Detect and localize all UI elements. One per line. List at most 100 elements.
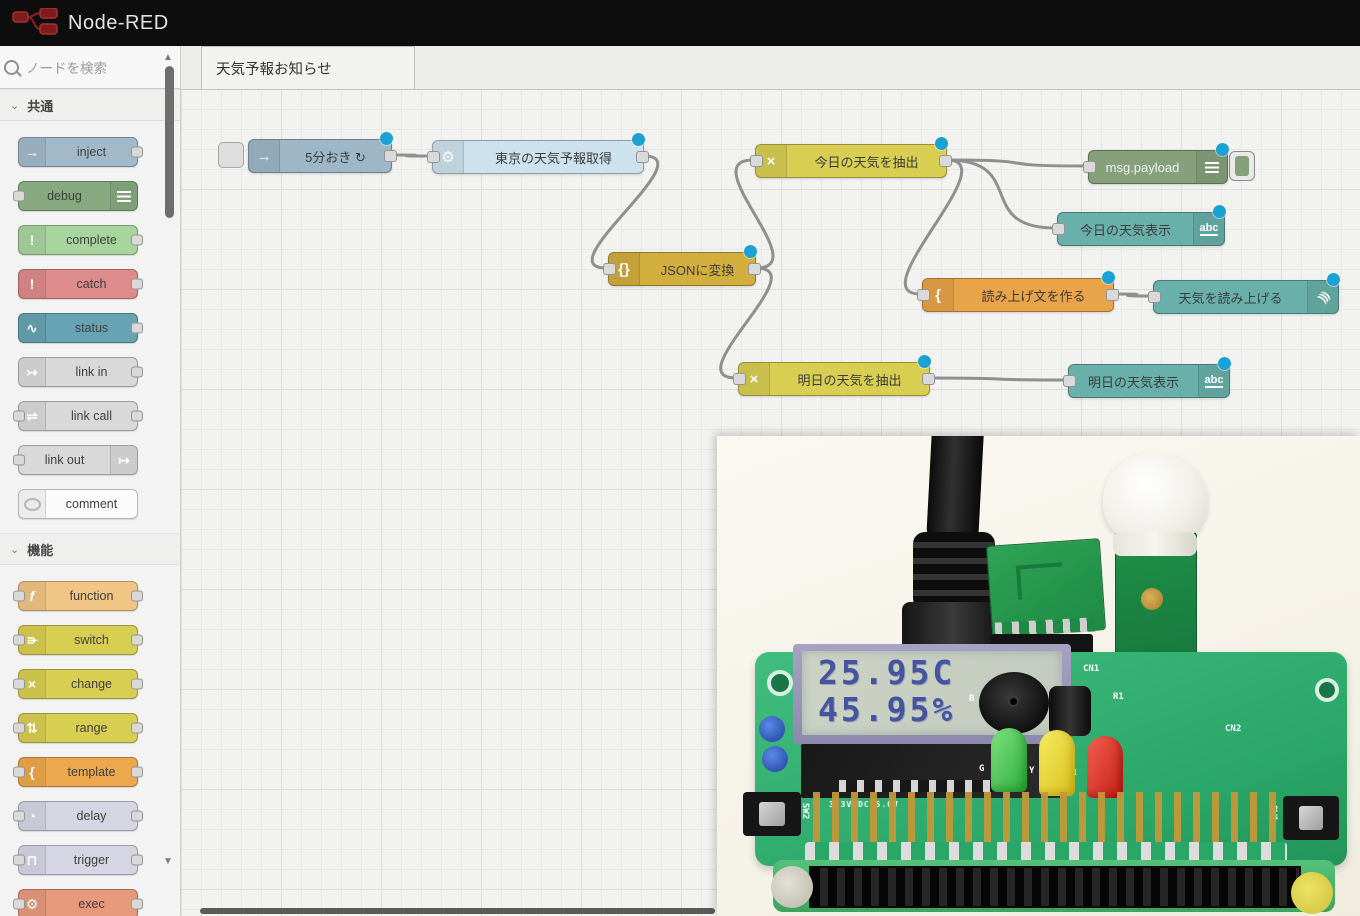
app-header: Node-RED (0, 0, 1360, 46)
usb-cable (926, 436, 984, 542)
output-port[interactable] (384, 150, 397, 162)
palette-node-label: change (70, 677, 112, 691)
output-port[interactable] (131, 410, 143, 422)
output-port[interactable] (131, 366, 143, 378)
palette-node-link-call[interactable]: ⇌link call (13, 401, 143, 431)
input-port[interactable] (750, 155, 763, 167)
output-port[interactable] (131, 898, 143, 910)
input-port[interactable] (427, 151, 440, 163)
output-port[interactable] (131, 766, 143, 778)
palette-node-link-out[interactable]: ↦link out (13, 445, 138, 475)
palette-category-function[interactable]: ⌄機能 (0, 533, 180, 565)
palette-node-switch[interactable]: ⋔switch (13, 625, 143, 655)
input-port[interactable] (13, 454, 25, 466)
exclamation-icon: ! (19, 270, 46, 298)
palette-node-template[interactable]: {template (13, 757, 143, 787)
chevron-down-icon: ⌄ (10, 543, 20, 556)
output-port[interactable] (939, 155, 952, 167)
output-port[interactable] (131, 322, 143, 334)
palette-node-link-in[interactable]: ↣link in (18, 357, 143, 387)
canvas-horizontal-scrollbar[interactable] (200, 908, 715, 914)
palette-node-comment[interactable]: comment (18, 489, 138, 519)
flow-node-json[interactable]: {}JSONに変換 (603, 252, 761, 286)
tab-weather-flow[interactable]: 天気予報お知らせ (201, 46, 415, 89)
output-port[interactable] (131, 810, 143, 822)
input-port[interactable] (13, 590, 25, 602)
input-port[interactable] (733, 373, 746, 385)
palette-node-exec[interactable]: ⚙exec (13, 889, 143, 916)
palette-node-label: link out (44, 453, 85, 467)
palette-node-status[interactable]: ∿status (18, 313, 143, 343)
output-port[interactable] (131, 278, 143, 290)
input-port[interactable] (13, 810, 25, 822)
palette-node-label: delay (76, 809, 107, 823)
flow-node-audio1[interactable]: ))) 天気を読み上げる (1148, 280, 1339, 314)
unsaved-changes-dot (935, 137, 948, 150)
input-port[interactable] (1083, 161, 1096, 173)
flow-node-inject1[interactable]: →5分おき ↻ (248, 139, 397, 173)
palette-node-catch[interactable]: !catch (18, 269, 143, 299)
inject-trigger-button[interactable] (218, 142, 244, 168)
flow-node-change1[interactable]: ×今日の天気を抽出 (750, 144, 952, 178)
audio-waves-icon: ))) (1307, 281, 1338, 313)
flow-node-http[interactable]: ⚙東京の天気予報取得 (427, 140, 649, 174)
palette-node-label: switch (74, 633, 109, 647)
palette-scrollbar-thumb[interactable] (165, 66, 174, 218)
palette-category-common[interactable]: ⌄共通 (0, 89, 180, 121)
output-port[interactable] (131, 678, 143, 690)
input-port[interactable] (13, 854, 25, 866)
debug-list-icon (1196, 151, 1227, 183)
output-port[interactable] (131, 146, 143, 158)
input-port[interactable] (13, 410, 25, 422)
output-port[interactable] (131, 590, 143, 602)
palette-scroll-up-icon[interactable]: ▲ (163, 52, 173, 63)
input-port[interactable] (917, 289, 930, 301)
output-port[interactable] (748, 263, 761, 275)
output-port[interactable] (131, 854, 143, 866)
output-port[interactable] (131, 634, 143, 646)
output-port[interactable] (131, 722, 143, 734)
output-port[interactable] (1106, 289, 1119, 301)
input-port[interactable] (603, 263, 616, 275)
unsaved-changes-dot (1216, 143, 1229, 156)
switch-sw2-button (759, 802, 785, 826)
flow-node-change2[interactable]: ×明日の天気を抽出 (733, 362, 935, 396)
input-port[interactable] (13, 634, 25, 646)
input-port[interactable] (1063, 375, 1076, 387)
palette-node-label: template (67, 765, 116, 779)
chevron-down-icon: ⌄ (10, 99, 20, 112)
output-port[interactable] (131, 234, 143, 246)
blue-cap-1 (759, 716, 785, 742)
palette-node-inject[interactable]: →inject (18, 137, 143, 167)
output-port[interactable] (636, 151, 649, 163)
palette-node-trigger[interactable]: ⊓trigger (13, 845, 143, 875)
flow-node-label: 天気を読み上げる (1178, 290, 1283, 306)
palette-search[interactable]: ノードを検索 (0, 46, 180, 89)
silk-cn2: CN2 (1225, 724, 1242, 734)
output-port[interactable] (922, 373, 935, 385)
input-port[interactable] (13, 722, 25, 734)
unsaved-changes-dot (918, 355, 931, 368)
debug-enable-toggle[interactable] (1229, 151, 1255, 181)
palette-node-delay[interactable]: ◔delay (13, 801, 143, 831)
input-port[interactable] (13, 678, 25, 690)
input-port[interactable] (13, 766, 25, 778)
lcd-module: 25.95C 45.95% (793, 644, 1071, 744)
flow-node-debug1[interactable]: msg.payload (1083, 150, 1228, 184)
input-port[interactable] (13, 190, 25, 202)
flow-node-template1[interactable]: {読み上げ文を作る (917, 278, 1119, 312)
palette-node-complete[interactable]: !complete (18, 225, 143, 255)
palette-node-debug[interactable]: debug (13, 181, 138, 211)
flow-node-label: 今日の天気表示 (1079, 222, 1171, 238)
palette-node-change[interactable]: ×change (13, 669, 143, 699)
input-port[interactable] (13, 898, 25, 910)
input-port[interactable] (1148, 291, 1161, 303)
mount-hole-right (1315, 678, 1339, 702)
palette-node-range[interactable]: ⇅range (13, 713, 143, 743)
input-port[interactable] (1052, 223, 1065, 235)
palette-scroll-down-icon[interactable]: ▼ (163, 856, 173, 867)
pir-dome-base (1113, 532, 1197, 556)
